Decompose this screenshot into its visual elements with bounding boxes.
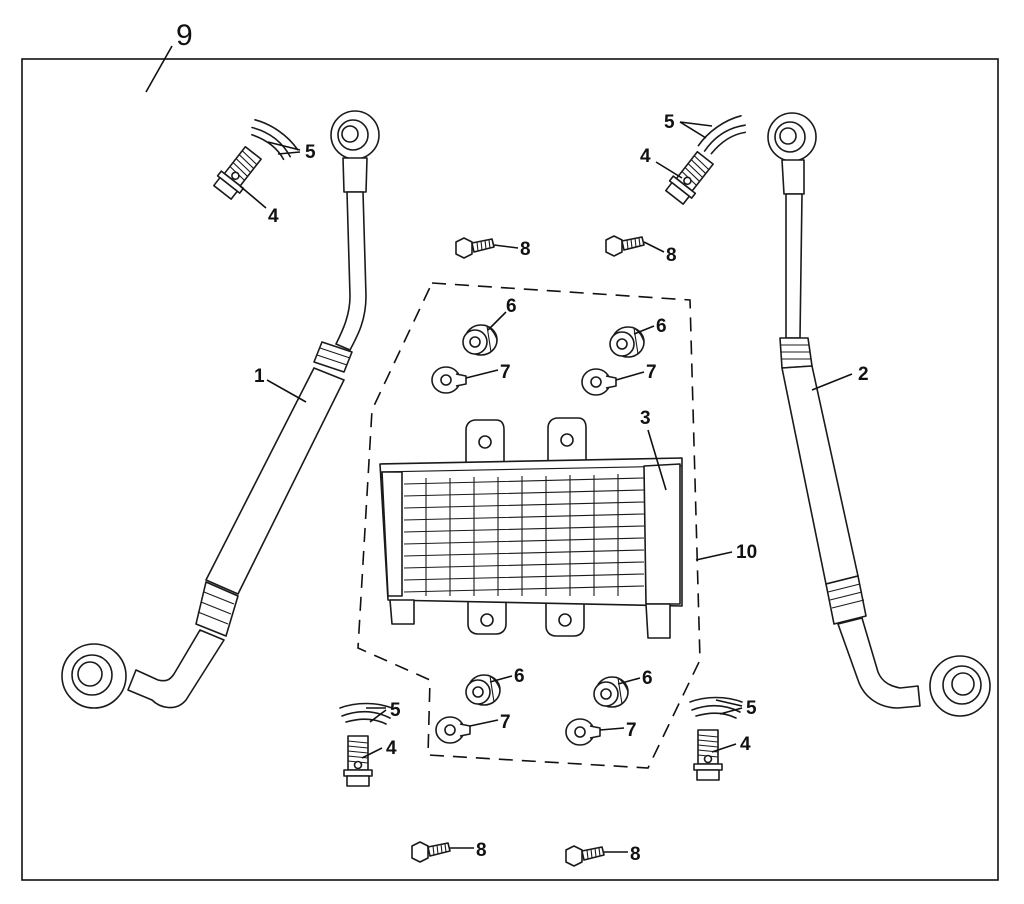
- callout-4-top-right: 4: [640, 146, 651, 167]
- banjo-bolt-bottom-right: [693, 729, 723, 781]
- callout-8-top-right: 8: [666, 245, 677, 266]
- callout-5-bottom-left: 5: [390, 700, 401, 721]
- cooler-assembly-outline: [357, 282, 701, 769]
- callout-3: 3: [640, 408, 651, 429]
- callout-8-top-left: 8: [520, 239, 531, 260]
- banjo-bolt-bottom-left: [343, 735, 373, 787]
- collar-top-left: [431, 366, 467, 394]
- callout-10: 10: [736, 542, 757, 563]
- callout-4-top-left: 4: [268, 206, 279, 227]
- callout-5-top-right: 5: [664, 112, 675, 133]
- callout-2: 2: [858, 364, 869, 385]
- banjo-bolt-top-right: [662, 148, 718, 207]
- flange-bolt-bottom-left: [411, 841, 451, 863]
- callout-6-top-left: 6: [506, 296, 517, 317]
- callout-1: 1: [254, 366, 265, 387]
- collar-top-right: [581, 368, 617, 396]
- callout-5-bottom-right: 5: [746, 698, 757, 719]
- oil-hose-right: [767, 112, 991, 717]
- banjo-bolt-top-left: [210, 143, 266, 202]
- frame-leader: [145, 45, 173, 93]
- frame-label: 9: [176, 19, 193, 52]
- collar-bottom-right: [565, 718, 601, 746]
- flange-bolt-bottom-right: [565, 845, 605, 867]
- oil-hose-left: [61, 110, 380, 709]
- callout-group: 1 2 3 4 4 4 4 5 5 5 5 6 6 6 6 7: [239, 112, 869, 865]
- assembly-frame: [21, 58, 999, 881]
- callout-6-bottom-right: 6: [642, 668, 653, 689]
- washer-top-right: [695, 111, 751, 160]
- callout-6-top-right: 6: [656, 316, 667, 337]
- callout-4-bottom-left: 4: [386, 738, 397, 759]
- callout-7-top-left: 7: [500, 362, 511, 383]
- cushion-top-left: [462, 324, 498, 356]
- cushion-bottom-left: [465, 674, 501, 706]
- flange-bolt-top-right: [605, 235, 645, 257]
- flange-bolt-top-left: [455, 237, 495, 259]
- washer-bottom-left: [339, 702, 393, 725]
- oil-cooler: [379, 417, 683, 639]
- callout-6-bottom-left: 6: [514, 666, 525, 687]
- callout-7-top-right: 7: [646, 362, 657, 383]
- callout-5-top-left: 5: [305, 142, 316, 163]
- cushion-bottom-right: [593, 676, 629, 708]
- callout-8-bottom-right: 8: [630, 844, 641, 865]
- callout-4-bottom-right: 4: [740, 734, 751, 755]
- callout-7-bottom-right: 7: [626, 720, 637, 741]
- callout-7-bottom-left: 7: [500, 712, 511, 733]
- callout-8-bottom-left: 8: [476, 840, 487, 861]
- collar-bottom-left: [435, 716, 471, 744]
